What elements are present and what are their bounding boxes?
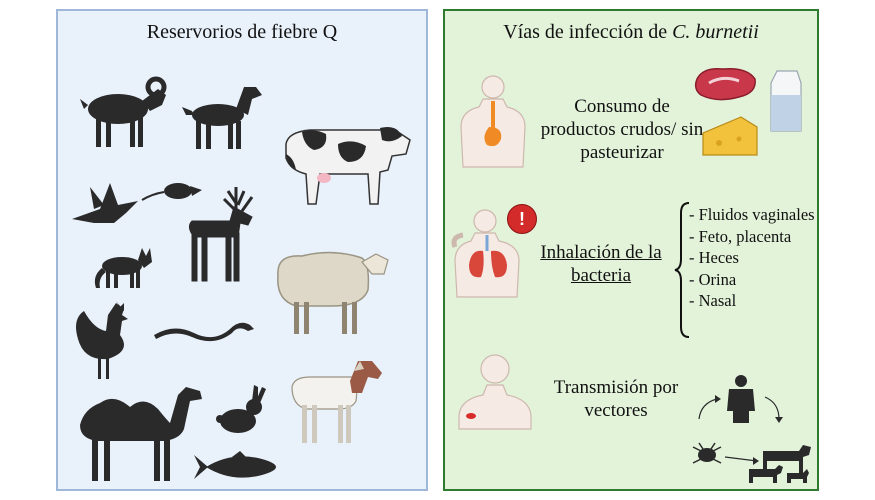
goat-icon xyxy=(80,76,167,147)
rabbit-icon xyxy=(216,385,266,433)
camel-icon xyxy=(80,387,202,481)
route-consumption-text: Consumo de productos crudos/ sin pasteur… xyxy=(540,96,704,163)
deer-icon xyxy=(188,187,254,282)
routes-title-prefix: Vías de infección de xyxy=(503,21,673,43)
routes-title-italic: C. burnetii xyxy=(672,21,759,43)
cat-icon xyxy=(94,248,152,288)
cheese-icon xyxy=(702,116,758,156)
routes-title: Vías de infección de C. burnetii xyxy=(445,21,817,44)
route-inhalation-text: Inhalación de la bacteria xyxy=(540,242,662,286)
source-item: - Feto, placenta xyxy=(689,226,792,246)
boer-goat-icon xyxy=(291,361,382,443)
meat-icon xyxy=(694,67,756,101)
route-vectors-text: Transmisión por vectores xyxy=(553,377,679,421)
reservoirs-title: Reservorios de fiebre Q xyxy=(146,21,338,43)
milk-carton-icon xyxy=(770,70,802,132)
source-item: - Nasal xyxy=(689,291,737,310)
hen-icon xyxy=(76,301,128,379)
lungs-icon xyxy=(451,209,520,298)
vector-cycle-icon xyxy=(692,375,811,483)
dog-icon xyxy=(182,87,262,149)
source-item: - Orina xyxy=(689,269,737,289)
warning-icon: ! xyxy=(507,204,537,234)
sheep-icon xyxy=(277,251,389,334)
skin-bite-icon xyxy=(458,354,532,430)
rat-icon xyxy=(141,183,202,201)
fish-icon xyxy=(194,451,276,479)
source-item: - Fluidos vaginales xyxy=(689,205,815,224)
digestive-system-icon xyxy=(460,75,526,168)
inhalation-sources-list: - Fluidos vaginales - Feto, placenta - H… xyxy=(689,204,823,312)
brace-icon xyxy=(674,202,690,338)
reservoirs-panel: Reservorios de fiebre Q xyxy=(56,9,428,491)
bird-icon xyxy=(72,183,138,223)
source-item: - Heces xyxy=(689,248,739,267)
infection-routes-panel: Vías de infección de C. burnetii Consumo… xyxy=(443,9,819,491)
cow-icon xyxy=(285,127,411,205)
snake-icon xyxy=(154,322,254,342)
